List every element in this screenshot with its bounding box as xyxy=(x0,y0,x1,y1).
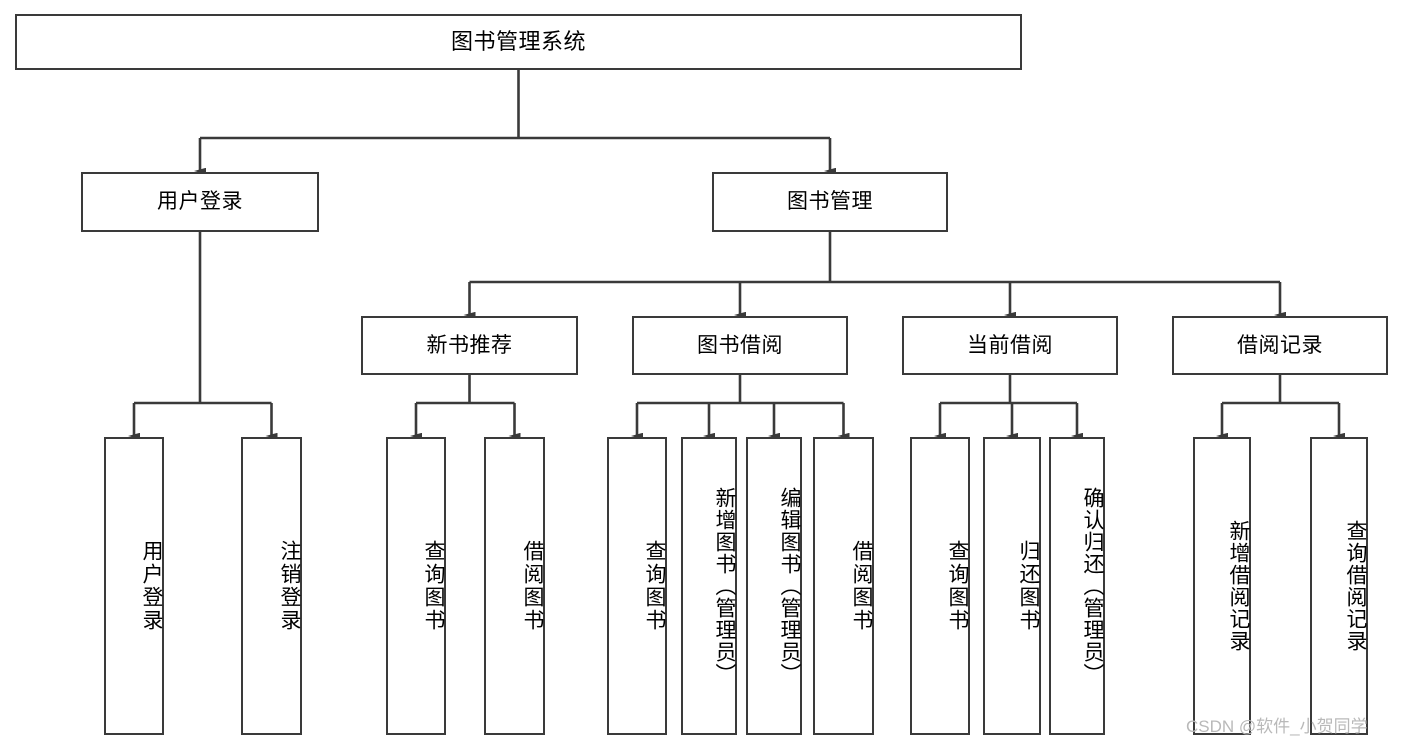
node-book-management[interactable]: 图书管理 xyxy=(712,172,948,232)
leaf-return-book[interactable]: 归还图书 xyxy=(983,437,1041,735)
node-current-borrow[interactable]: 当前借阅 xyxy=(902,316,1118,375)
watermark: CSDN @软件_小贺同学 xyxy=(1186,717,1368,736)
node-book-borrow[interactable]: 图书借阅 xyxy=(632,316,848,375)
node-root[interactable]: 图书管理系统 xyxy=(15,14,1022,70)
leaf-query-book-current[interactable]: 查询图书 xyxy=(910,437,970,735)
leaf-confirm-return-admin[interactable]: 确认归还（管理员） xyxy=(1049,437,1105,735)
leaf-query-book-borrow[interactable]: 查询图书 xyxy=(607,437,667,735)
leaf-query-book-recommend[interactable]: 查询图书 xyxy=(386,437,446,735)
edge-paths xyxy=(128,70,1345,440)
leaf-add-borrow-record[interactable]: 新增借阅记录 xyxy=(1193,437,1251,735)
leaf-borrow-book-recommend[interactable]: 借阅图书 xyxy=(484,437,545,735)
node-new-book-recommend[interactable]: 新书推荐 xyxy=(361,316,578,375)
leaf-edit-book-admin[interactable]: 编辑图书（管理员） xyxy=(746,437,802,735)
leaf-add-book-admin[interactable]: 新增图书（管理员） xyxy=(681,437,737,735)
leaf-query-borrow-record[interactable]: 查询借阅记录 xyxy=(1310,437,1368,735)
leaf-borrow-book[interactable]: 借阅图书 xyxy=(813,437,874,735)
leaf-user-login[interactable]: 用户登录 xyxy=(104,437,164,735)
leaf-logout-login[interactable]: 注销登录 xyxy=(241,437,302,735)
node-user-login[interactable]: 用户登录 xyxy=(81,172,319,232)
node-borrow-record[interactable]: 借阅记录 xyxy=(1172,316,1388,375)
